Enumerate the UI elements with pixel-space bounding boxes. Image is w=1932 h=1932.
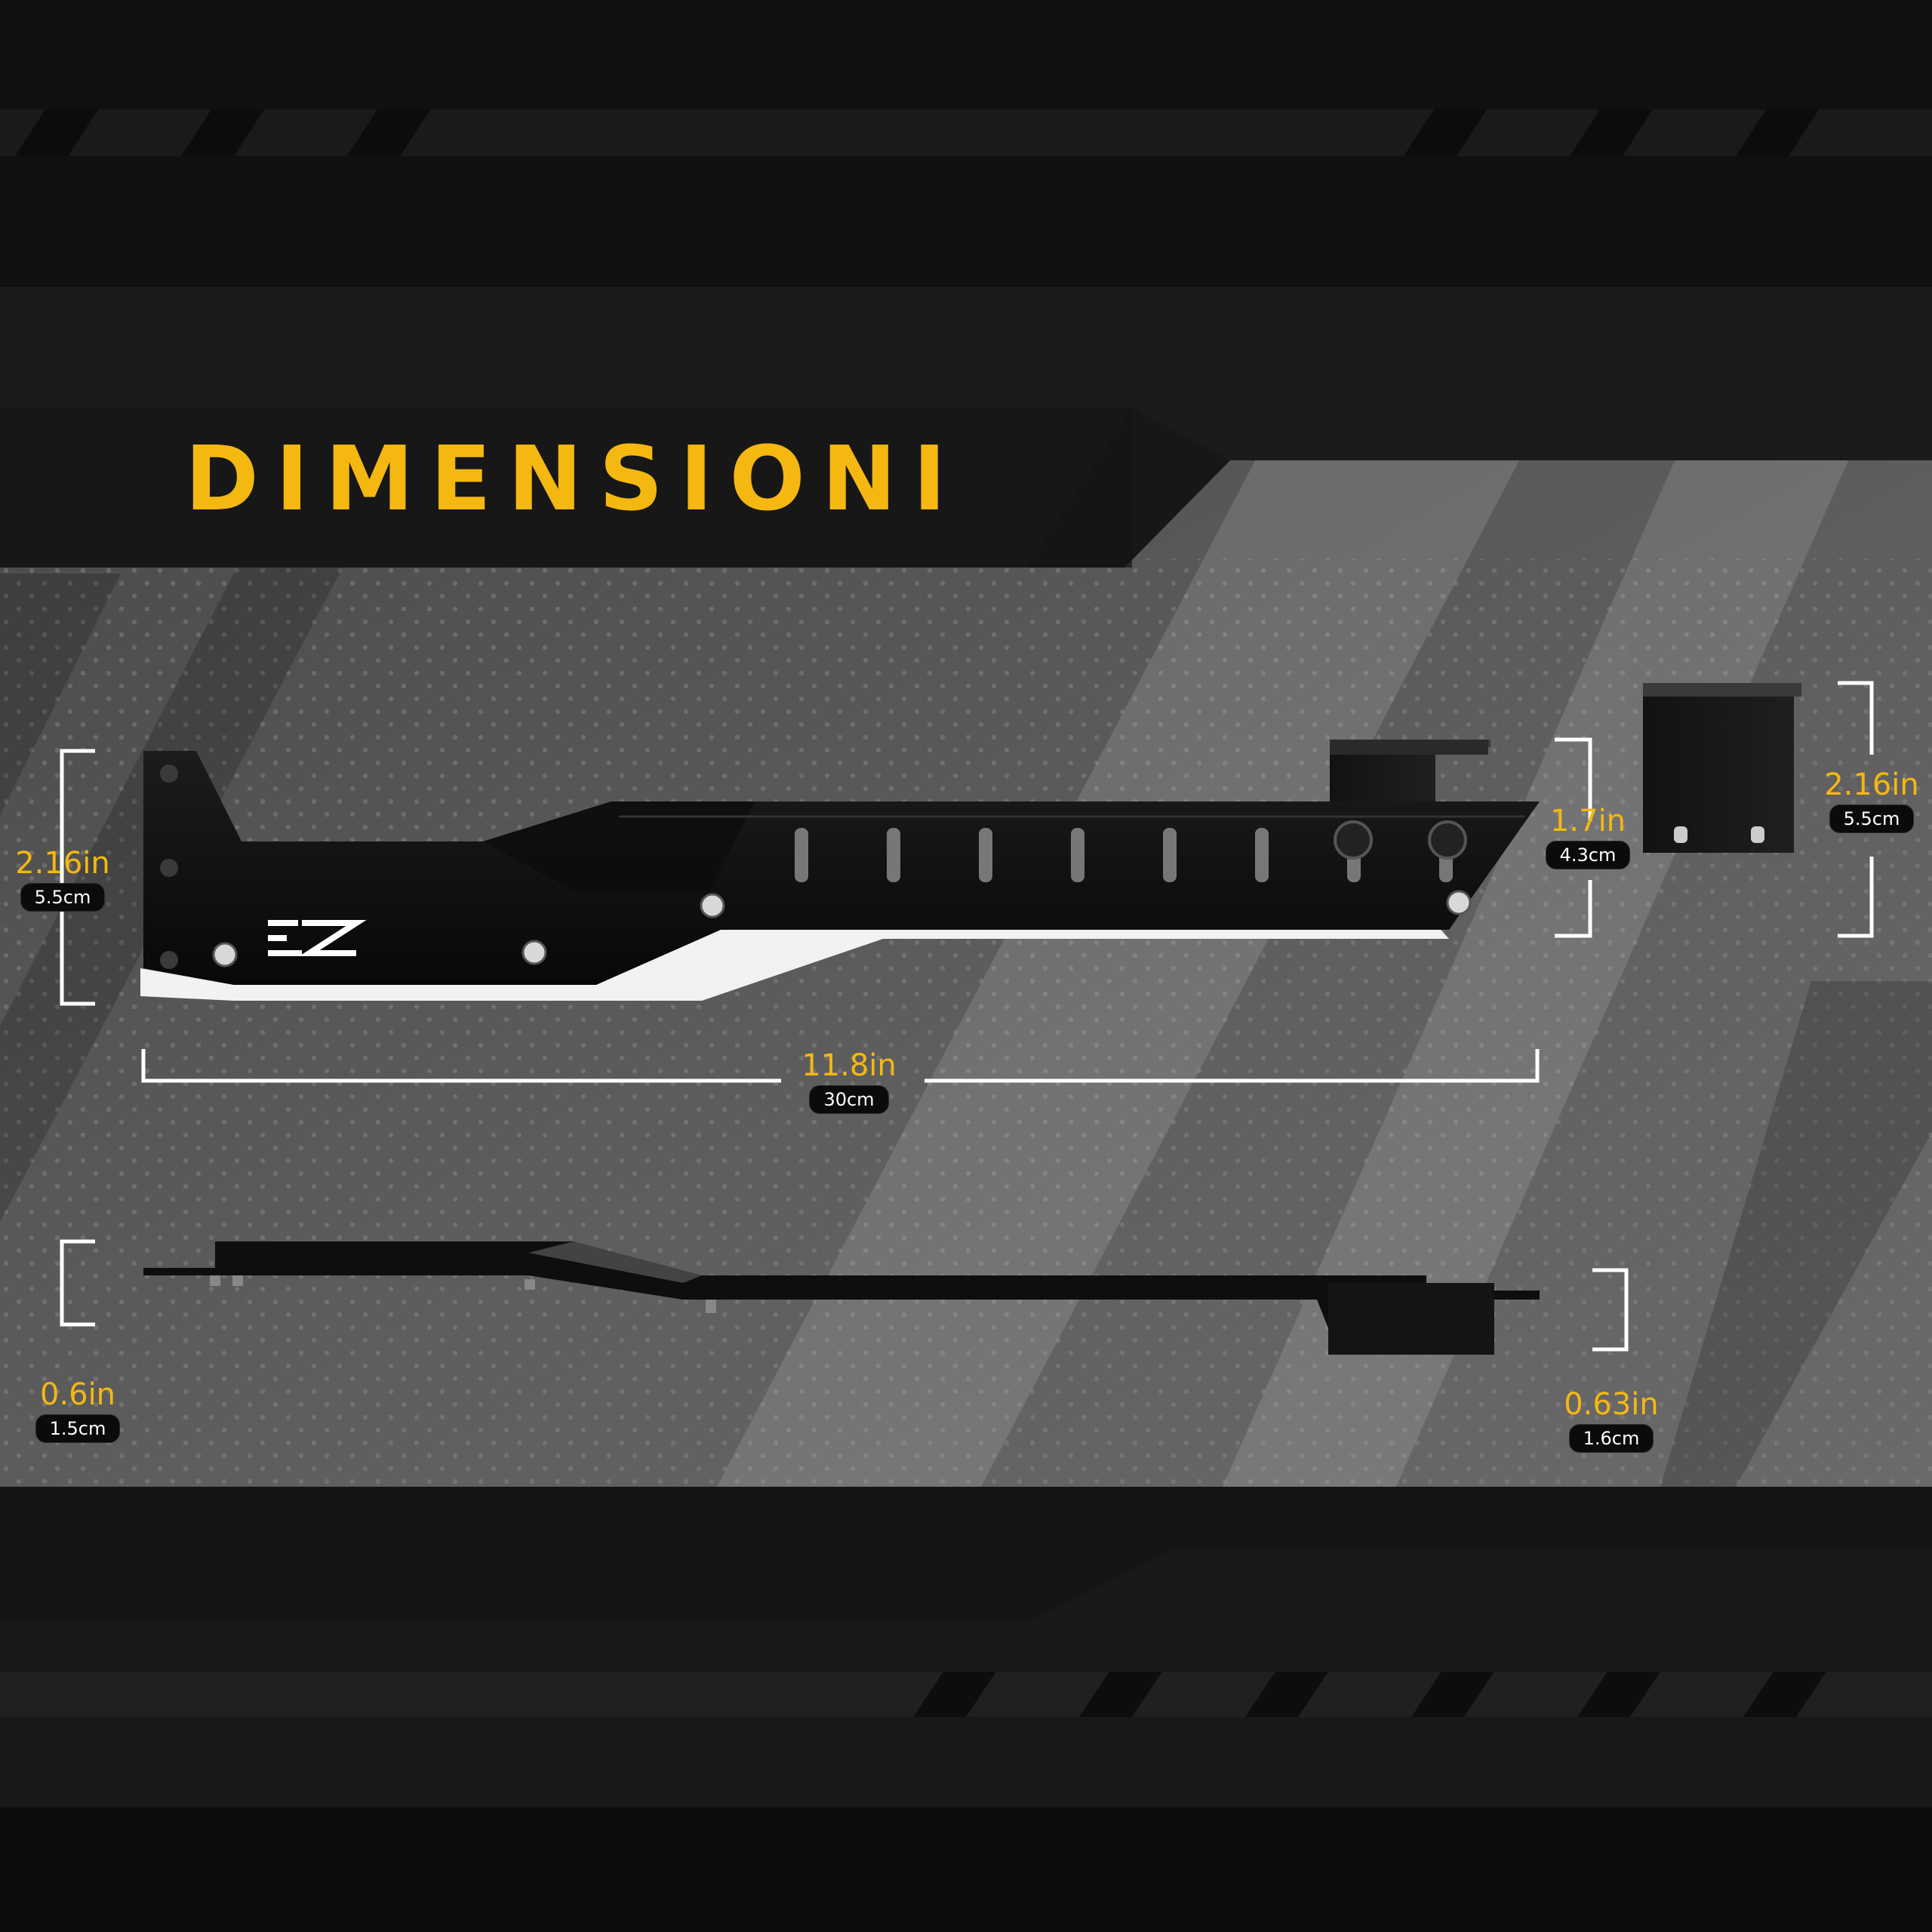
holder-part (1643, 683, 1801, 853)
dim-cm-badge: 30cm (809, 1085, 889, 1114)
dim-left-height: 2.16in 5.5cm (0, 845, 146, 912)
ez-logo-icon (268, 920, 367, 956)
gpu-bracket-side (143, 1241, 1540, 1355)
dim-inch: 11.8in (801, 1048, 897, 1083)
dim-cm-badge: 5.5cm (20, 883, 106, 912)
page-title: DIMENSIONI (185, 426, 963, 531)
dim-side-right-thickness: 0.63in 1.6cm (1528, 1386, 1694, 1453)
dim-support-height: 1.7in 4.3cm (1505, 803, 1671, 869)
dim-side-left-thickness: 0.6in 1.5cm (0, 1377, 161, 1443)
dim-part-height: 2.16in 5.5cm (1789, 767, 1932, 833)
dim-inch: 2.16in (15, 846, 110, 881)
dim-inch: 0.63in (1564, 1387, 1659, 1422)
dim-inch: 0.6in (39, 1377, 116, 1412)
dim-length: 11.8in 30cm (766, 1048, 932, 1114)
dim-inch: 2.16in (1824, 768, 1919, 802)
dim-inch: 1.7in (1549, 804, 1626, 838)
dim-cm-badge: 1.6cm (1568, 1424, 1654, 1453)
measurement-brackets (60, 681, 1874, 1352)
dim-cm-badge: 5.5cm (1829, 804, 1915, 833)
dim-cm-badge: 1.5cm (35, 1414, 121, 1443)
dim-cm-badge: 4.3cm (1545, 841, 1631, 869)
gpu-bracket-front (140, 751, 1540, 1001)
support-block (1330, 740, 1491, 801)
